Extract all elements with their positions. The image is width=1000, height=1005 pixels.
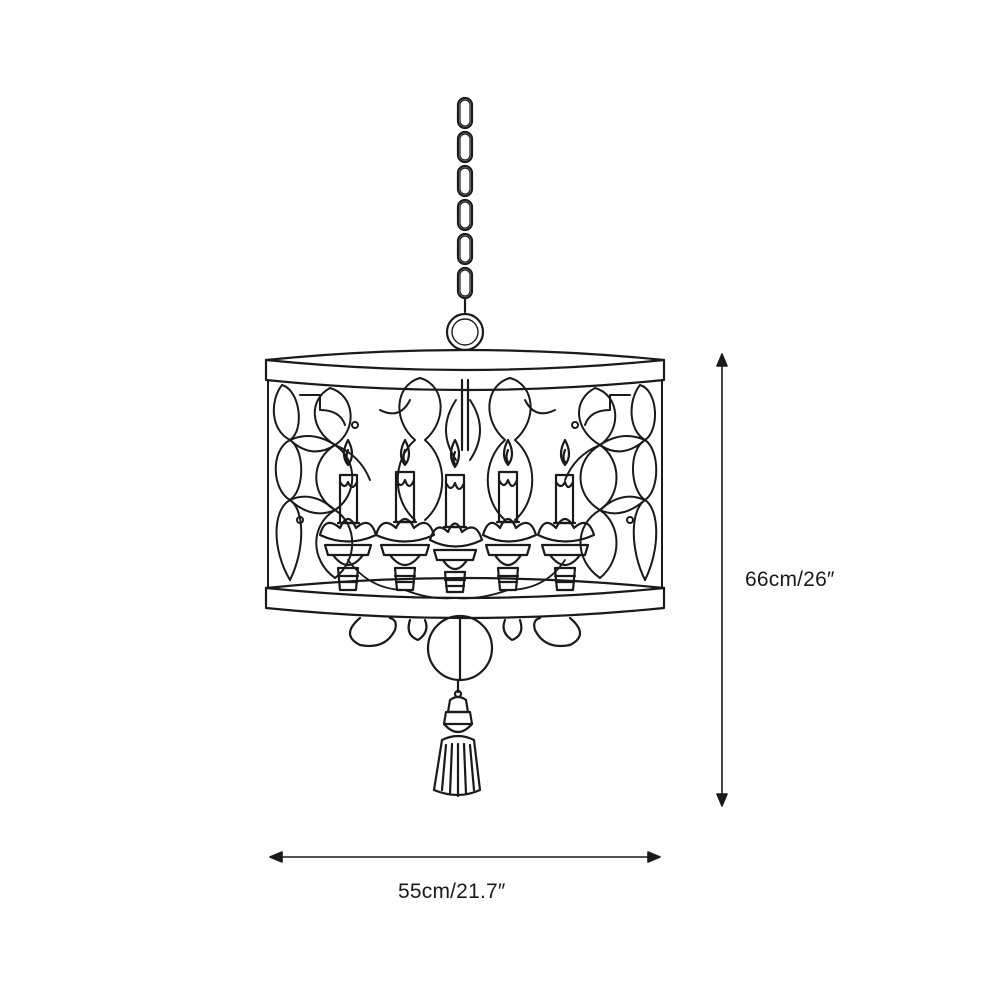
candle-2 xyxy=(374,438,436,592)
candle-3 xyxy=(428,438,484,594)
hanging-chain xyxy=(445,96,485,352)
candle-1 xyxy=(318,438,378,592)
height-dimension-line xyxy=(716,353,728,807)
candle-4 xyxy=(481,438,538,592)
lattice-cage xyxy=(267,377,663,589)
bottom-ring xyxy=(264,576,666,620)
top-ring xyxy=(264,348,666,392)
width-dimension-line xyxy=(269,851,661,863)
candle-5 xyxy=(536,438,596,592)
height-label: 66cm/26″ xyxy=(745,568,835,591)
tassel xyxy=(432,678,482,798)
center-orb xyxy=(426,614,494,682)
width-label: 55cm/21.7″ xyxy=(398,880,506,903)
lower-arms xyxy=(348,616,582,648)
